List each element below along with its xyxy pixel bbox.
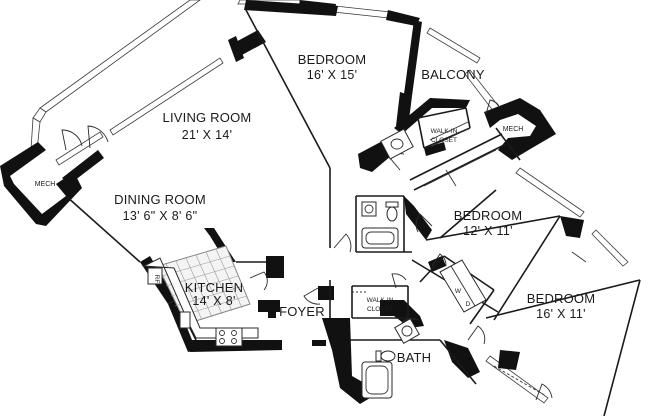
- toilet-bottom: [380, 350, 396, 362]
- bedroom-top-name: BEDROOM: [298, 52, 367, 67]
- room-labels: BEDROOM 16' X 15' BALCONY LIVING ROOM 21…: [114, 52, 595, 365]
- walls: [0, 0, 584, 404]
- kitchen-counter: [142, 257, 259, 339]
- fixtures: [142, 128, 487, 399]
- mech-left-label: MECH: [35, 181, 56, 188]
- sink-bottom: [394, 318, 420, 344]
- mech-right-label: MECH: [503, 126, 524, 133]
- toilet-top: [386, 206, 398, 222]
- dining-room-name: DINING ROOM: [114, 192, 206, 207]
- walk-in-closet-bottom-line2: CLOSET: [367, 306, 393, 313]
- bath-label: BATH: [397, 350, 432, 365]
- bedroom-middle-name: BEDROOM: [454, 208, 523, 223]
- bedroom-middle-dims: 12' X 11': [463, 224, 513, 238]
- bedroom-bottom-name: BEDROOM: [527, 291, 596, 306]
- kitchen-sink: [179, 311, 191, 329]
- foyer-label: FOYER: [279, 304, 325, 319]
- living-room-name: LIVING ROOM: [163, 110, 252, 125]
- living-room-dims: 21' X 14': [182, 128, 233, 142]
- sink-top: [361, 201, 377, 217]
- vanity: [380, 128, 414, 160]
- kitchen-dims: 14' X 8': [192, 294, 235, 308]
- walk-in-closet-bottom-line1: WALK-IN: [367, 297, 394, 304]
- washer-label: W: [455, 288, 462, 295]
- bathtub-top: [361, 227, 399, 249]
- bedroom-top-dims: 16' X 15': [307, 68, 358, 82]
- bathtub-bottom: [361, 361, 393, 399]
- dining-room-dims: 13' 6" X 8' 6": [123, 209, 198, 223]
- refrigerator-label: RF: [153, 275, 160, 284]
- refrigerator: [147, 267, 163, 285]
- closet-rails: [352, 121, 587, 397]
- window-walls: [30, 0, 629, 404]
- walk-in-closet-top-line2: CLOSET: [431, 137, 457, 144]
- doors: [61, 99, 553, 401]
- walk-in-closet-top-line1: WALK-IN: [431, 128, 458, 135]
- dryer-label: D: [466, 301, 471, 308]
- kitchen-name: KITCHEN: [185, 280, 243, 295]
- stove: [215, 327, 243, 347]
- small-labels: MECH MECH WALK-IN CLOSET WALK-IN CLOSET …: [35, 126, 524, 313]
- balcony-label: BALCONY: [421, 67, 485, 82]
- bedroom-bottom-dims: 16' X 11': [536, 307, 586, 321]
